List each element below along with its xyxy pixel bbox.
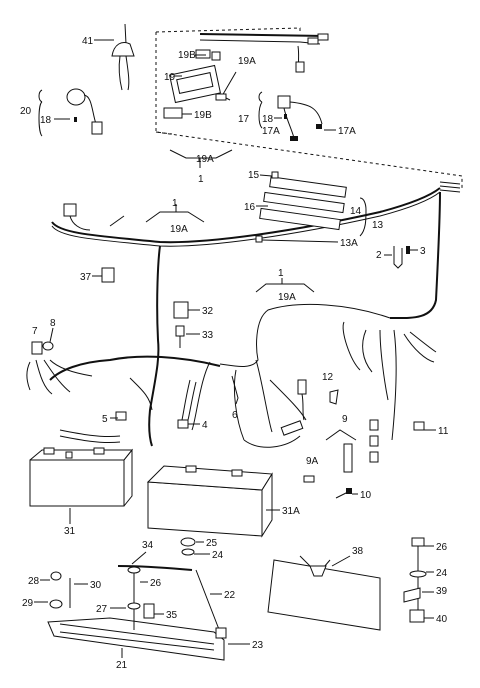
- label-39: 39: [436, 586, 448, 597]
- main-harness: [49, 181, 461, 448]
- label-10: 10: [360, 490, 372, 501]
- label-21: 21: [116, 660, 128, 671]
- label-40: 40: [436, 614, 448, 625]
- junction-7-8: [26, 341, 93, 395]
- bolt-stack-right: [403, 537, 427, 623]
- label-19A-top: 19A: [238, 56, 256, 67]
- label-3: 3: [420, 246, 426, 257]
- label-9: 9: [342, 414, 348, 425]
- label-1-right: 1: [278, 268, 284, 279]
- battery-cables: [59, 375, 239, 443]
- label-30: 30: [90, 580, 102, 591]
- label-38: 38: [352, 546, 364, 557]
- label-37: 37: [80, 272, 92, 283]
- label-2: 2: [376, 250, 382, 261]
- label-16: 16: [244, 202, 256, 213]
- label-24-right: 24: [436, 568, 448, 579]
- label-17A-a: 17A: [262, 126, 280, 137]
- label-19A-left: 19A: [170, 224, 188, 235]
- label-19A-right: 19A: [278, 292, 296, 303]
- label-6: 6: [232, 410, 238, 421]
- bracket-19A-top: [169, 149, 233, 168]
- part-17: [258, 91, 323, 141]
- label-28: 28: [28, 576, 40, 587]
- part-12: [329, 389, 339, 405]
- label-9A: 9A: [306, 456, 319, 467]
- label-4: 4: [202, 420, 208, 431]
- label-5: 5: [102, 414, 108, 425]
- label-12: 12: [322, 372, 334, 383]
- label-24-mid: 24: [212, 550, 224, 561]
- bracket-19A-right: [255, 278, 315, 293]
- frame-38: [267, 555, 381, 631]
- branch-9: [325, 321, 437, 473]
- label-32: 32: [202, 306, 214, 317]
- label-19: 19: [164, 72, 176, 83]
- label-1-top: 1: [198, 174, 204, 185]
- label-33: 33: [202, 330, 214, 341]
- part-20: [38, 88, 103, 137]
- label-13A: 13A: [340, 238, 358, 249]
- part-9A-10: [303, 475, 352, 499]
- label-8: 8: [50, 318, 56, 329]
- part-32-33: [173, 301, 189, 348]
- battery-31: [29, 447, 134, 507]
- label-13: 13: [372, 220, 384, 231]
- label-31A: 31A: [282, 506, 300, 517]
- label-31: 31: [64, 526, 76, 537]
- callout-labels: 41 19B 19A 19 19B 20 18 17 18 17A 17A 19…: [20, 36, 449, 671]
- part-2-3: [393, 246, 410, 269]
- label-15: 15: [248, 170, 260, 181]
- label-1-left: 1: [172, 198, 178, 209]
- connector-left-main: [63, 203, 125, 231]
- battery-tray: [47, 537, 227, 661]
- label-23: 23: [252, 640, 264, 651]
- label-7: 7: [32, 326, 38, 337]
- label-26-mid: 26: [150, 578, 162, 589]
- label-26-right: 26: [436, 542, 448, 553]
- label-17A-b: 17A: [338, 126, 356, 137]
- battery-31A: [146, 465, 273, 538]
- label-22: 22: [224, 590, 236, 601]
- antenna-41: [111, 23, 135, 91]
- label-20: 20: [20, 106, 32, 117]
- label-19B-mid: 19B: [194, 110, 212, 121]
- label-19B-top: 19B: [178, 50, 196, 61]
- label-29: 29: [22, 598, 34, 609]
- label-18-left: 18: [40, 115, 52, 126]
- top-harness-panel: [155, 27, 463, 190]
- label-11: 11: [438, 426, 449, 437]
- label-18-right: 18: [262, 114, 274, 125]
- label-41: 41: [82, 36, 94, 47]
- fuse-rails: [255, 171, 367, 243]
- relay-37: [101, 267, 115, 283]
- label-25: 25: [206, 538, 218, 549]
- label-27: 27: [96, 604, 108, 615]
- bracket-19A-left: [145, 204, 205, 223]
- label-14: 14: [350, 206, 362, 217]
- label-35: 35: [166, 610, 178, 621]
- label-19A-mid: 19A: [196, 154, 214, 165]
- label-17: 17: [238, 114, 250, 125]
- label-34: 34: [142, 540, 154, 551]
